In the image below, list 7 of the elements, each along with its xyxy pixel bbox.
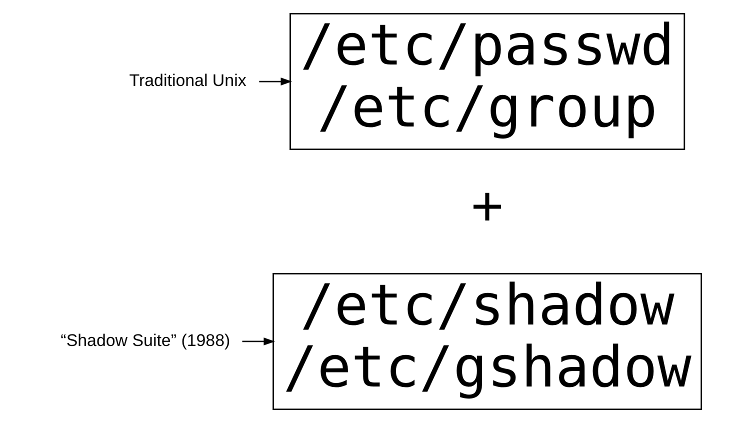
node-box: /etc/shadow /etc/gshadow bbox=[272, 272, 702, 410]
node-box: /etc/passwd /etc/group bbox=[290, 13, 686, 150]
node-text: “Shadow Suite” (1988) bbox=[60, 330, 230, 350]
arrow bbox=[259, 78, 292, 86]
label: + bbox=[470, 174, 504, 238]
node-text: Traditional Unix bbox=[129, 70, 246, 90]
arrow bbox=[242, 338, 276, 346]
